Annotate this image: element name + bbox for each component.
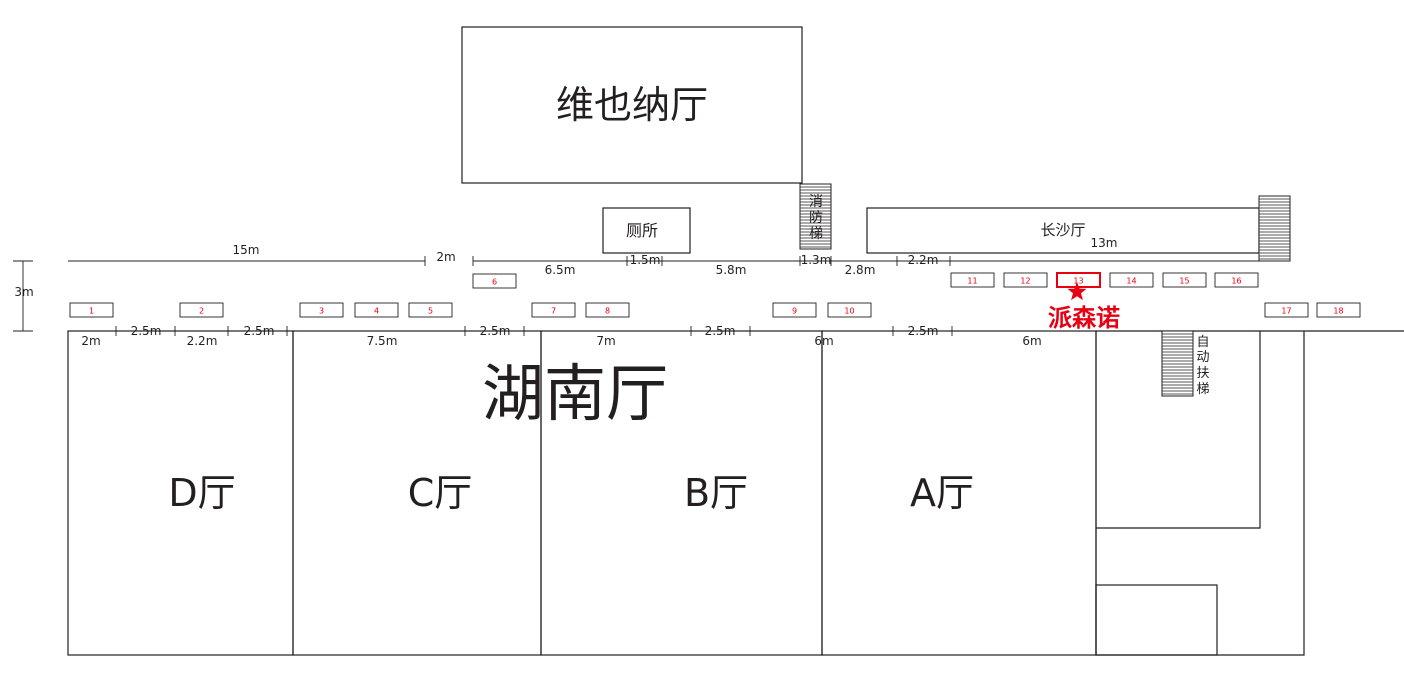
star-icon bbox=[1067, 282, 1087, 301]
booth-number: 14 bbox=[1126, 277, 1136, 286]
booth-number: 8 bbox=[605, 307, 610, 316]
right-wing-inner-room bbox=[1096, 331, 1261, 529]
escalator-char-2: 动 bbox=[1196, 350, 1209, 365]
booth-16: 16 bbox=[1214, 272, 1259, 288]
booth-number: 4 bbox=[374, 307, 379, 316]
hall-b-label: B厅 bbox=[684, 471, 748, 515]
fire-stairs-char-3: 梯 bbox=[809, 226, 823, 242]
dim-lower-1: 2m bbox=[81, 334, 100, 348]
dim-upper-8: 2.2m bbox=[908, 253, 939, 267]
booth-number: 6 bbox=[492, 278, 497, 287]
booth-number: 16 bbox=[1231, 277, 1241, 286]
booth-10: 10 bbox=[827, 302, 872, 318]
dim-lower-7: 7m bbox=[596, 334, 615, 348]
dim-upper-3: 6.5m bbox=[545, 263, 576, 277]
dim-upper-7: 2.8m bbox=[845, 263, 876, 277]
hall-d-label: D厅 bbox=[168, 471, 235, 515]
booth-12: 12 bbox=[1003, 272, 1048, 288]
dim-lower-11: 6m bbox=[1022, 334, 1041, 348]
booth-11: 11 bbox=[950, 272, 995, 288]
dim-upper-9: 13m bbox=[1091, 236, 1118, 250]
dim-upper-6: 1.3m bbox=[801, 253, 832, 267]
hall-c-label: C厅 bbox=[408, 471, 473, 515]
hunan-hall-label: 湖南厅 bbox=[482, 357, 668, 430]
booth-4: 4 bbox=[354, 302, 399, 318]
fire-stairs-char-2: 防 bbox=[809, 210, 823, 226]
fire-stairs-icon bbox=[799, 183, 832, 250]
booth-1: 1 bbox=[69, 302, 114, 318]
booth-3: 3 bbox=[299, 302, 344, 318]
dim-lower-9: 6m bbox=[814, 334, 833, 348]
dim-lower-6: 2.5m bbox=[480, 324, 511, 338]
booth-6: 6 bbox=[472, 273, 517, 289]
booth-number: 17 bbox=[1281, 307, 1291, 316]
escalator-char-1: 自 bbox=[1196, 335, 1209, 350]
booth-number: 5 bbox=[428, 307, 433, 316]
dim-lower-3: 2.2m bbox=[187, 334, 218, 348]
dimension-lines bbox=[13, 256, 1259, 336]
booth-15: 15 bbox=[1162, 272, 1207, 288]
booth-number: 18 bbox=[1333, 307, 1343, 316]
restroom-label: 厕所 bbox=[626, 221, 658, 240]
vienna-hall-outline bbox=[461, 26, 803, 184]
dim-upper-5: 5.8m bbox=[716, 263, 747, 277]
dim-upper-1: 15m bbox=[233, 243, 260, 257]
dim-lower-4: 2.5m bbox=[244, 324, 275, 338]
dim-upper-2: 2m bbox=[436, 250, 455, 264]
dim-lower-8: 2.5m bbox=[705, 324, 736, 338]
booth-number: 11 bbox=[967, 277, 977, 286]
escalator-char-4: 梯 bbox=[1196, 382, 1209, 397]
changsha-hall-label: 长沙厅 bbox=[1040, 221, 1085, 239]
booth-18: 18 bbox=[1316, 302, 1361, 318]
dim-upper-4: 1.5m bbox=[630, 253, 661, 267]
right-wing-small-room bbox=[1095, 584, 1218, 656]
booth-number: 1 bbox=[89, 307, 94, 316]
hall-a-label: A厅 bbox=[910, 471, 974, 515]
restroom-outline bbox=[602, 207, 691, 254]
booth-number: 15 bbox=[1179, 277, 1189, 286]
escalator-icon bbox=[1161, 330, 1194, 397]
booth-17: 17 bbox=[1264, 302, 1309, 318]
dim-lower-5: 7.5m bbox=[367, 334, 398, 348]
booth-5: 5 bbox=[408, 302, 453, 318]
booth-number: 7 bbox=[551, 307, 556, 316]
vienna-hall-label: 维也纳厅 bbox=[556, 83, 708, 127]
booth-number: 9 bbox=[792, 307, 797, 316]
booth-number: 2 bbox=[199, 307, 204, 316]
highlight-exhibitor-label: 派森诺 bbox=[1048, 304, 1120, 332]
booth-13: 13 bbox=[1056, 272, 1101, 288]
booth-number: 10 bbox=[844, 307, 854, 316]
booth-14: 14 bbox=[1109, 272, 1154, 288]
fire-stairs-char-1: 消 bbox=[809, 194, 823, 210]
booth-number: 3 bbox=[319, 307, 324, 316]
booth-9: 9 bbox=[772, 302, 817, 318]
booth-number: 12 bbox=[1020, 277, 1030, 286]
booth-number: 13 bbox=[1073, 277, 1083, 286]
dim-corridor-width: 3m bbox=[14, 285, 33, 299]
stairs-icon bbox=[1258, 195, 1291, 262]
booth-2: 2 bbox=[179, 302, 224, 318]
booth-7: 7 bbox=[531, 302, 576, 318]
dim-lower-2: 2.5m bbox=[131, 324, 162, 338]
booth-8: 8 bbox=[585, 302, 630, 318]
dim-lower-10: 2.5m bbox=[908, 324, 939, 338]
escalator-char-3: 扶 bbox=[1196, 366, 1209, 381]
